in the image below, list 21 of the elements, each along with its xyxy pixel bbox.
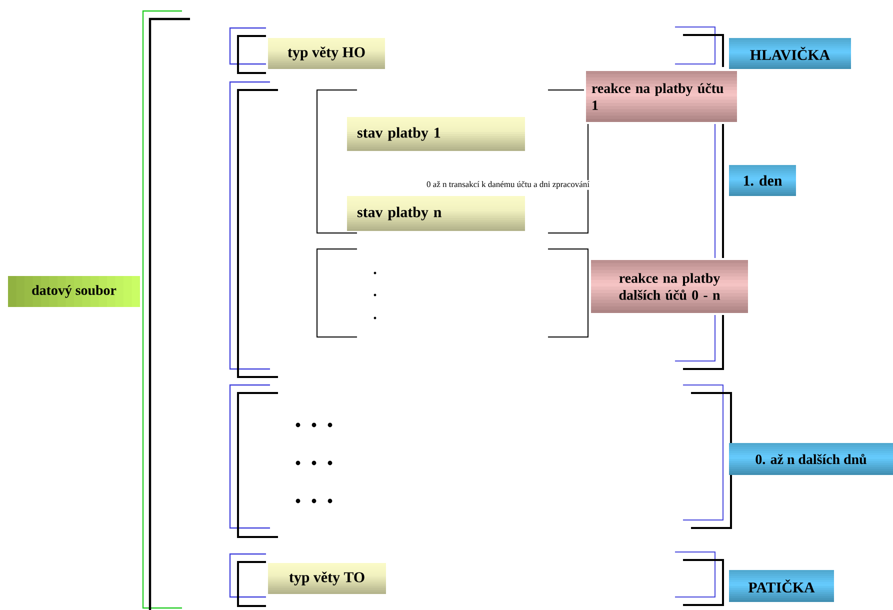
reaction-box: reakce na platby dalších účů 0 - n [591,260,748,313]
section-box: HLAVIČKA [729,38,851,69]
note-text: 0 až n transakcí k danému účtu a dni zpracování [426,180,590,190]
title-box: datový soubor [8,276,140,307]
record-box: stav platby n [347,196,525,231]
section-box: 0. až n dalších dnů [729,443,893,475]
section-box: 1. den [729,165,796,196]
node-label: typ věty TO [289,572,364,586]
node-label: reakce na platby účtu 1 [592,83,724,110]
record-box: typ věty TO [268,563,386,594]
node-label: stav platby 1 [357,127,440,141]
record-box: stav platby 1 [347,117,525,151]
node-label: reakce na platby dalších účů 0 - n [619,273,720,300]
node-label: PATIČKA [748,579,815,593]
node-label: typ věty HO [288,46,365,60]
record-box: typ věty HO [268,38,385,69]
reaction-box: reakce na platby účtu 1 [586,71,737,122]
node-label: 0. až n dalších dnů [756,454,866,464]
node-label: stav platby n [357,206,442,220]
section-box: PATIČKA [729,570,834,602]
node-label: datový soubor [32,285,116,298]
